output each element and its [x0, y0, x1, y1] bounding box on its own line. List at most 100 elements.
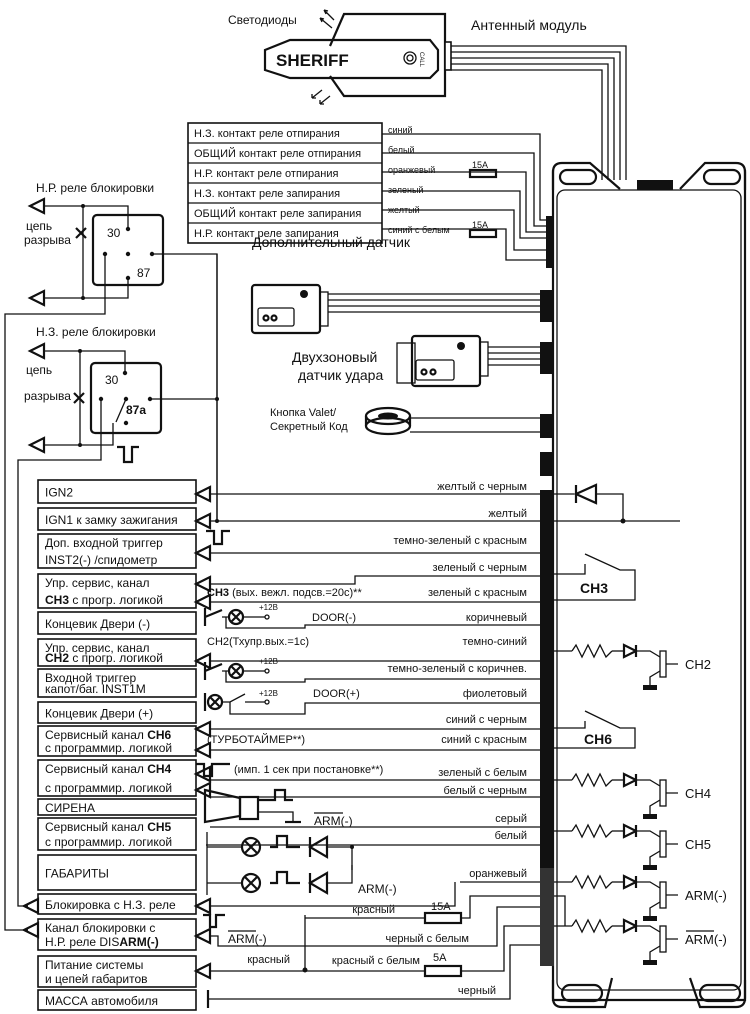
pulse-icon — [270, 870, 300, 885]
pin-87a: 87а — [126, 403, 146, 417]
ch3-output-label: СН3 — [580, 580, 608, 596]
terminal-label-part: МАССА автомобиля — [45, 994, 158, 1008]
terminal-label: с программир. логикой — [45, 781, 172, 795]
wire-color-label: зеленый с черным — [433, 562, 527, 574]
fuse-icon — [423, 911, 463, 925]
terminal-label: с программир. логикой — [45, 835, 172, 849]
terminal-label-part: СН3 — [45, 593, 69, 607]
terminal-label-part: СН2 — [45, 651, 69, 665]
fuse-rating: 15А — [431, 901, 451, 913]
terminal-arrow-icon — [193, 512, 212, 530]
break-mark-icon — [75, 227, 87, 239]
antenna-module: Светодиоды Антенный модуль SHERIFF CALL — [228, 9, 627, 180]
terminal-label-part: СН6 — [147, 728, 171, 742]
relay-contact-label: Н.Р. контакт реле запирания — [194, 228, 339, 240]
wire — [210, 882, 456, 907]
terminal-label-part: и цепей габаритов — [45, 972, 148, 986]
wire-color-label: синий с белым — [388, 225, 450, 235]
terminal-label: капот/баг. INST1M — [45, 682, 146, 696]
wire — [351, 865, 540, 883]
antenna-module-label: Антенный модуль — [471, 17, 587, 33]
terminal-box: IGN2 — [37, 479, 197, 504]
terminal-label-part: с программир. логикой — [45, 741, 172, 755]
arm-bar-label-part: (-) — [255, 932, 267, 946]
output-label: ARM(-) — [685, 888, 727, 903]
main-control-unit — [540, 161, 747, 1009]
pin-30: 30 — [105, 373, 119, 387]
terminal-arrow-icon — [193, 781, 212, 799]
terminal-label: Н.Р. реле DISARM(-) — [45, 935, 159, 949]
terminal-arrow-icon — [193, 544, 212, 562]
switch-icon — [203, 608, 223, 626]
resistor-icon — [571, 874, 613, 890]
terminal-label-part: INST2(-) /спидометр — [45, 553, 158, 567]
switch-icon — [203, 662, 223, 680]
no-relay-block: Н.Р. реле блокировки цепь разрыва 30 87 — [4, 181, 218, 931]
relay-contact-label: Н.З. контакт реле запирания — [194, 188, 340, 200]
terminal-label-part: СН5 — [147, 820, 171, 834]
terminal-label: с программир. логикой — [45, 741, 172, 755]
leds-label: Светодиоды — [228, 13, 297, 27]
wire-color-label: черный — [458, 985, 496, 997]
wire-color-label: синий с красным — [441, 734, 527, 746]
pulse-icon — [117, 445, 139, 464]
wire-color-label: зеленый с белым — [438, 767, 527, 779]
terminal-arrow-icon — [21, 897, 40, 915]
connector-power-harness — [540, 868, 554, 966]
terminal-label-part: Концевик Двери (+) — [45, 707, 153, 721]
terminal-arrow-icon — [27, 342, 46, 360]
ground-icon — [643, 814, 657, 819]
led-icon-top — [319, 9, 335, 29]
wire — [461, 895, 540, 919]
ch3-note-part: СН3 — [207, 587, 229, 599]
valet-label: Секретный Код — [270, 421, 348, 433]
wire — [206, 832, 353, 895]
terminal-arrow-icon — [27, 436, 46, 454]
terminal-label-part: Входной триггер — [45, 671, 137, 685]
wire-color-label: желтый с черным — [437, 481, 527, 493]
call-button-outer — [403, 51, 417, 65]
fuse-icon — [468, 228, 498, 239]
terminal-label-part: Питание системы — [45, 958, 143, 972]
terminal-box: МАССА автомобиля — [37, 989, 197, 1011]
terminal-label-part: IGN1 к замку зажигания — [45, 513, 178, 527]
terminal-arrow-icon — [193, 897, 212, 915]
terminal-label: Упр. сервис, канал — [45, 641, 150, 655]
terminal-label-part: Блокировка с Н.З. реле — [45, 898, 176, 912]
wire-color-label: оранжевый — [469, 868, 527, 880]
resistor-icon — [571, 643, 613, 659]
fuse-icon — [468, 168, 498, 179]
wire-color-label: белый — [388, 145, 415, 155]
terminal-label: СН3 с прогр. логикой — [45, 593, 163, 607]
terminal-label: Входной триггер — [45, 671, 137, 685]
shock-sensor-label: датчик удара — [298, 367, 383, 383]
diode-icon — [622, 874, 639, 890]
wire-color-label: коричневый — [466, 612, 527, 624]
arm-bar-label: ARM(-) — [314, 814, 353, 828]
terminal-label-part: Сервисный канал — [45, 820, 147, 834]
break-label: разрыва — [24, 389, 71, 403]
valet-button[interactable]: Кнопка Valet/ Секретный Код — [270, 406, 540, 436]
sheriff-badge — [263, 38, 440, 80]
pulse-icon — [203, 913, 225, 929]
fuse-rating: 5А — [433, 952, 447, 964]
terminal-label: IGN2 — [45, 486, 73, 500]
no-relay-title: Н.Р. реле блокировки — [36, 181, 154, 195]
ch3-note: СН3 (вых. вежл. подсв.=20с)** — [207, 587, 362, 599]
call-button-icon[interactable] — [406, 54, 414, 62]
output-label: CH5 — [685, 837, 711, 852]
wire-color-label: серый — [495, 813, 527, 825]
terminal-label-part: Упр. сервис, канал — [45, 576, 150, 590]
wire-color-label: темно-зеленый с коричнев. — [387, 663, 527, 675]
transistor-icon — [659, 830, 667, 858]
terminal-label: Концевик Двери (+) — [45, 707, 153, 721]
wire — [229, 702, 540, 715]
terminal-label-part: СИРЕНА — [45, 801, 95, 815]
